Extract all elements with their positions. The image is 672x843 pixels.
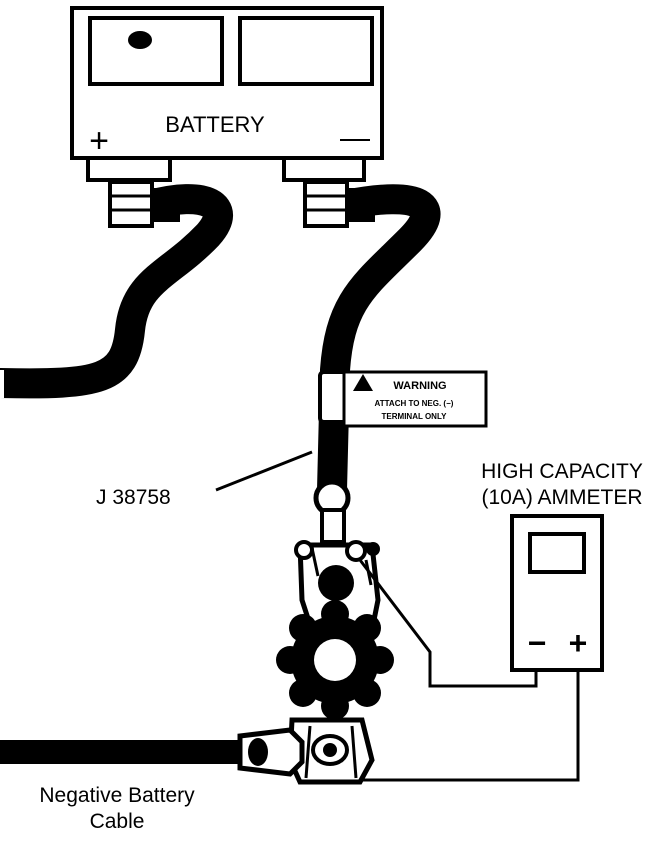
ammeter: HIGH CAPACITY (10A) AMMETER − + [481, 460, 643, 672]
cable-tag-sleeve [318, 370, 348, 424]
positive-terminal-base [86, 156, 172, 182]
ammeter-positive-lead [362, 670, 580, 782]
ammeter-display [528, 532, 586, 574]
negative-cable-outline [317, 184, 441, 505]
warning-tag-line1: ATTACH TO NEG. (−) [375, 399, 454, 408]
negative-terminal-cable [303, 180, 441, 505]
positive-cable [0, 180, 233, 399]
battery-positive-symbol: + [89, 122, 109, 160]
warning-tag-title: WARNING [393, 380, 446, 392]
positive-terminal-nut [108, 180, 154, 228]
ammeter-negative-lead [358, 559, 538, 688]
switch-post-bolt [345, 540, 367, 562]
negative-cable-label-line1: Negative Battery [39, 784, 195, 807]
ammeter-minus-symbol: − [528, 625, 547, 661]
ammeter-label-line2: (10A) AMMETER [481, 486, 642, 509]
positive-clamp [150, 188, 180, 222]
tool-callout: J 38758 [96, 450, 313, 509]
disconnect-switch-tool [276, 479, 394, 785]
ammeter-plus-symbol: + [569, 625, 588, 661]
battery-cell-window-right [238, 16, 374, 86]
warning-triangle-icon [353, 374, 373, 391]
switch-knob[interactable] [276, 600, 394, 720]
negative-terminal-base [282, 156, 366, 182]
negative-clamp [345, 188, 375, 222]
ammeter-label-line1: HIGH CAPACITY [481, 460, 643, 483]
tool-label: J 38758 [96, 486, 171, 509]
negative-battery-cable: Negative Battery Cable [0, 727, 305, 833]
switch-pivot [318, 565, 354, 601]
negative-terminal-nut [303, 180, 349, 228]
negative-cable-body [0, 740, 245, 764]
warning-tag-body [342, 370, 488, 428]
warning-tag-line2: TERMINAL ONLY [382, 412, 448, 421]
tool-leader-line [215, 450, 313, 492]
negative-cable-label-line2: Cable [90, 810, 145, 833]
battery-indicator-dot [128, 31, 152, 49]
positive-cable-outline [0, 184, 233, 399]
battery-label: BATTERY [165, 112, 265, 137]
battery: BATTERY + [70, 6, 384, 182]
ammeter-leads [358, 559, 580, 782]
warning-tag: WARNING ATTACH TO NEG. (−) TERMINAL ONLY [342, 370, 488, 428]
switch-knob-hub [314, 639, 356, 681]
battery-cell-window-left [88, 16, 224, 86]
